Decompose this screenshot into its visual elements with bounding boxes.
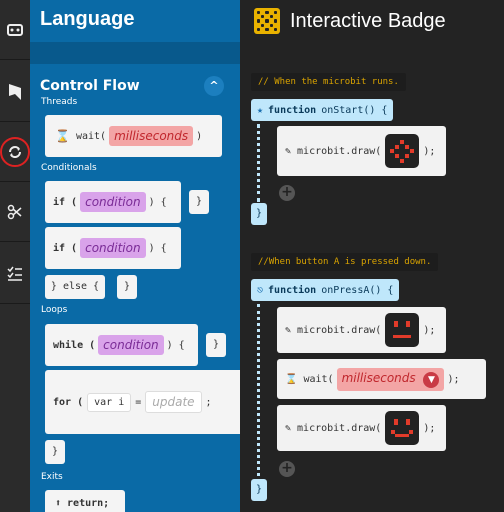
- left-rail: [0, 0, 30, 512]
- wait-statement[interactable]: ⌛ wait( milliseconds ▼ );: [277, 359, 486, 399]
- collapse-toggle[interactable]: ^: [204, 76, 224, 96]
- active-ring: [0, 136, 30, 167]
- for-close-brace: }: [45, 440, 65, 464]
- language-panel: Language Control Flow ^ Threads ⌛ wait( …: [30, 0, 240, 512]
- condition-param[interactable]: condition: [80, 192, 146, 212]
- while-close-brace: }: [206, 333, 226, 357]
- exits-label: Exits: [41, 472, 63, 482]
- pencil-icon: ✎: [285, 324, 292, 336]
- block-guide: [257, 304, 261, 476]
- threads-label: Threads: [41, 97, 78, 107]
- microbit-logo-icon: [254, 8, 280, 34]
- for-var-field[interactable]: var i: [87, 392, 132, 412]
- sync-button[interactable]: [0, 122, 30, 182]
- wait-block[interactable]: ⌛ wait( milliseconds ): [45, 115, 222, 157]
- condition-param[interactable]: condition: [80, 238, 146, 258]
- button-press-icon: ⎋: [257, 284, 264, 296]
- scissors-icon: [7, 204, 23, 220]
- for-block[interactable]: for ( var i = update ;: [45, 370, 240, 434]
- function-close: }: [251, 203, 267, 225]
- block-guide: [257, 124, 261, 202]
- add-statement-button[interactable]: +: [279, 461, 295, 477]
- if-block[interactable]: if ( condition ) {: [45, 181, 181, 223]
- led-image-smile-face[interactable]: [385, 411, 420, 445]
- if-else-block[interactable]: if ( condition ) {: [45, 227, 181, 269]
- for-update-field[interactable]: update: [145, 391, 202, 413]
- checklist-button[interactable]: [0, 244, 30, 304]
- logo-icon: [7, 82, 23, 102]
- robot-icon: [7, 23, 23, 37]
- control-flow-header[interactable]: Control Flow ^: [30, 64, 240, 96]
- milliseconds-param[interactable]: milliseconds: [109, 126, 194, 146]
- panel-title: Language: [40, 8, 135, 30]
- workspace: Interactive Badge // When the microbit r…: [240, 0, 504, 512]
- led-image-neutral-face[interactable]: [385, 313, 420, 347]
- milliseconds-param[interactable]: milliseconds ▼: [336, 367, 445, 391]
- return-block[interactable]: ⬆ return;: [45, 490, 125, 512]
- checklist-icon: [7, 266, 23, 282]
- scissors-button[interactable]: [0, 182, 30, 242]
- draw-statement[interactable]: ✎ microbit.draw( );: [277, 126, 446, 176]
- add-statement-button[interactable]: +: [279, 185, 295, 201]
- panel-divider: [30, 42, 240, 64]
- sync-icon: [7, 144, 23, 160]
- dropdown-arrow-icon[interactable]: ▼: [423, 371, 440, 388]
- conditionals-label: Conditionals: [41, 163, 97, 173]
- condition-param[interactable]: condition: [98, 335, 164, 355]
- led-image-diamond[interactable]: [385, 134, 420, 168]
- pencil-icon: ✎: [285, 422, 292, 434]
- draw-statement[interactable]: ✎ microbit.draw( );: [277, 307, 446, 353]
- function-close: }: [251, 479, 267, 501]
- function-onpressa[interactable]: ⎋ function onPressA() {: [251, 279, 400, 301]
- hourglass-icon: ⌛: [55, 129, 70, 143]
- else-close-brace: }: [117, 275, 137, 299]
- arrow-up-icon: ⬆: [55, 497, 62, 509]
- workspace-header: Interactive Badge: [240, 0, 504, 42]
- pencil-icon: ✎: [285, 145, 292, 157]
- comment-block[interactable]: //When button A is pressed down.: [251, 253, 439, 271]
- loops-label: Loops: [41, 305, 68, 315]
- workspace-title: Interactive Badge: [290, 9, 446, 32]
- star-icon: ★: [257, 104, 264, 116]
- hourglass-icon: ⌛: [285, 373, 298, 385]
- if-close-brace: }: [189, 190, 209, 214]
- else-row: } else {: [45, 275, 105, 299]
- while-block[interactable]: while ( condition ) {: [45, 324, 198, 366]
- draw-statement[interactable]: ✎ microbit.draw( );: [277, 405, 446, 451]
- control-flow-label: Control Flow: [40, 78, 140, 94]
- comment-block[interactable]: // When the microbit runs.: [251, 73, 406, 91]
- robot-button[interactable]: [0, 0, 30, 60]
- function-onstart[interactable]: ★ function onStart() {: [251, 99, 394, 121]
- logo-button[interactable]: [0, 62, 30, 122]
